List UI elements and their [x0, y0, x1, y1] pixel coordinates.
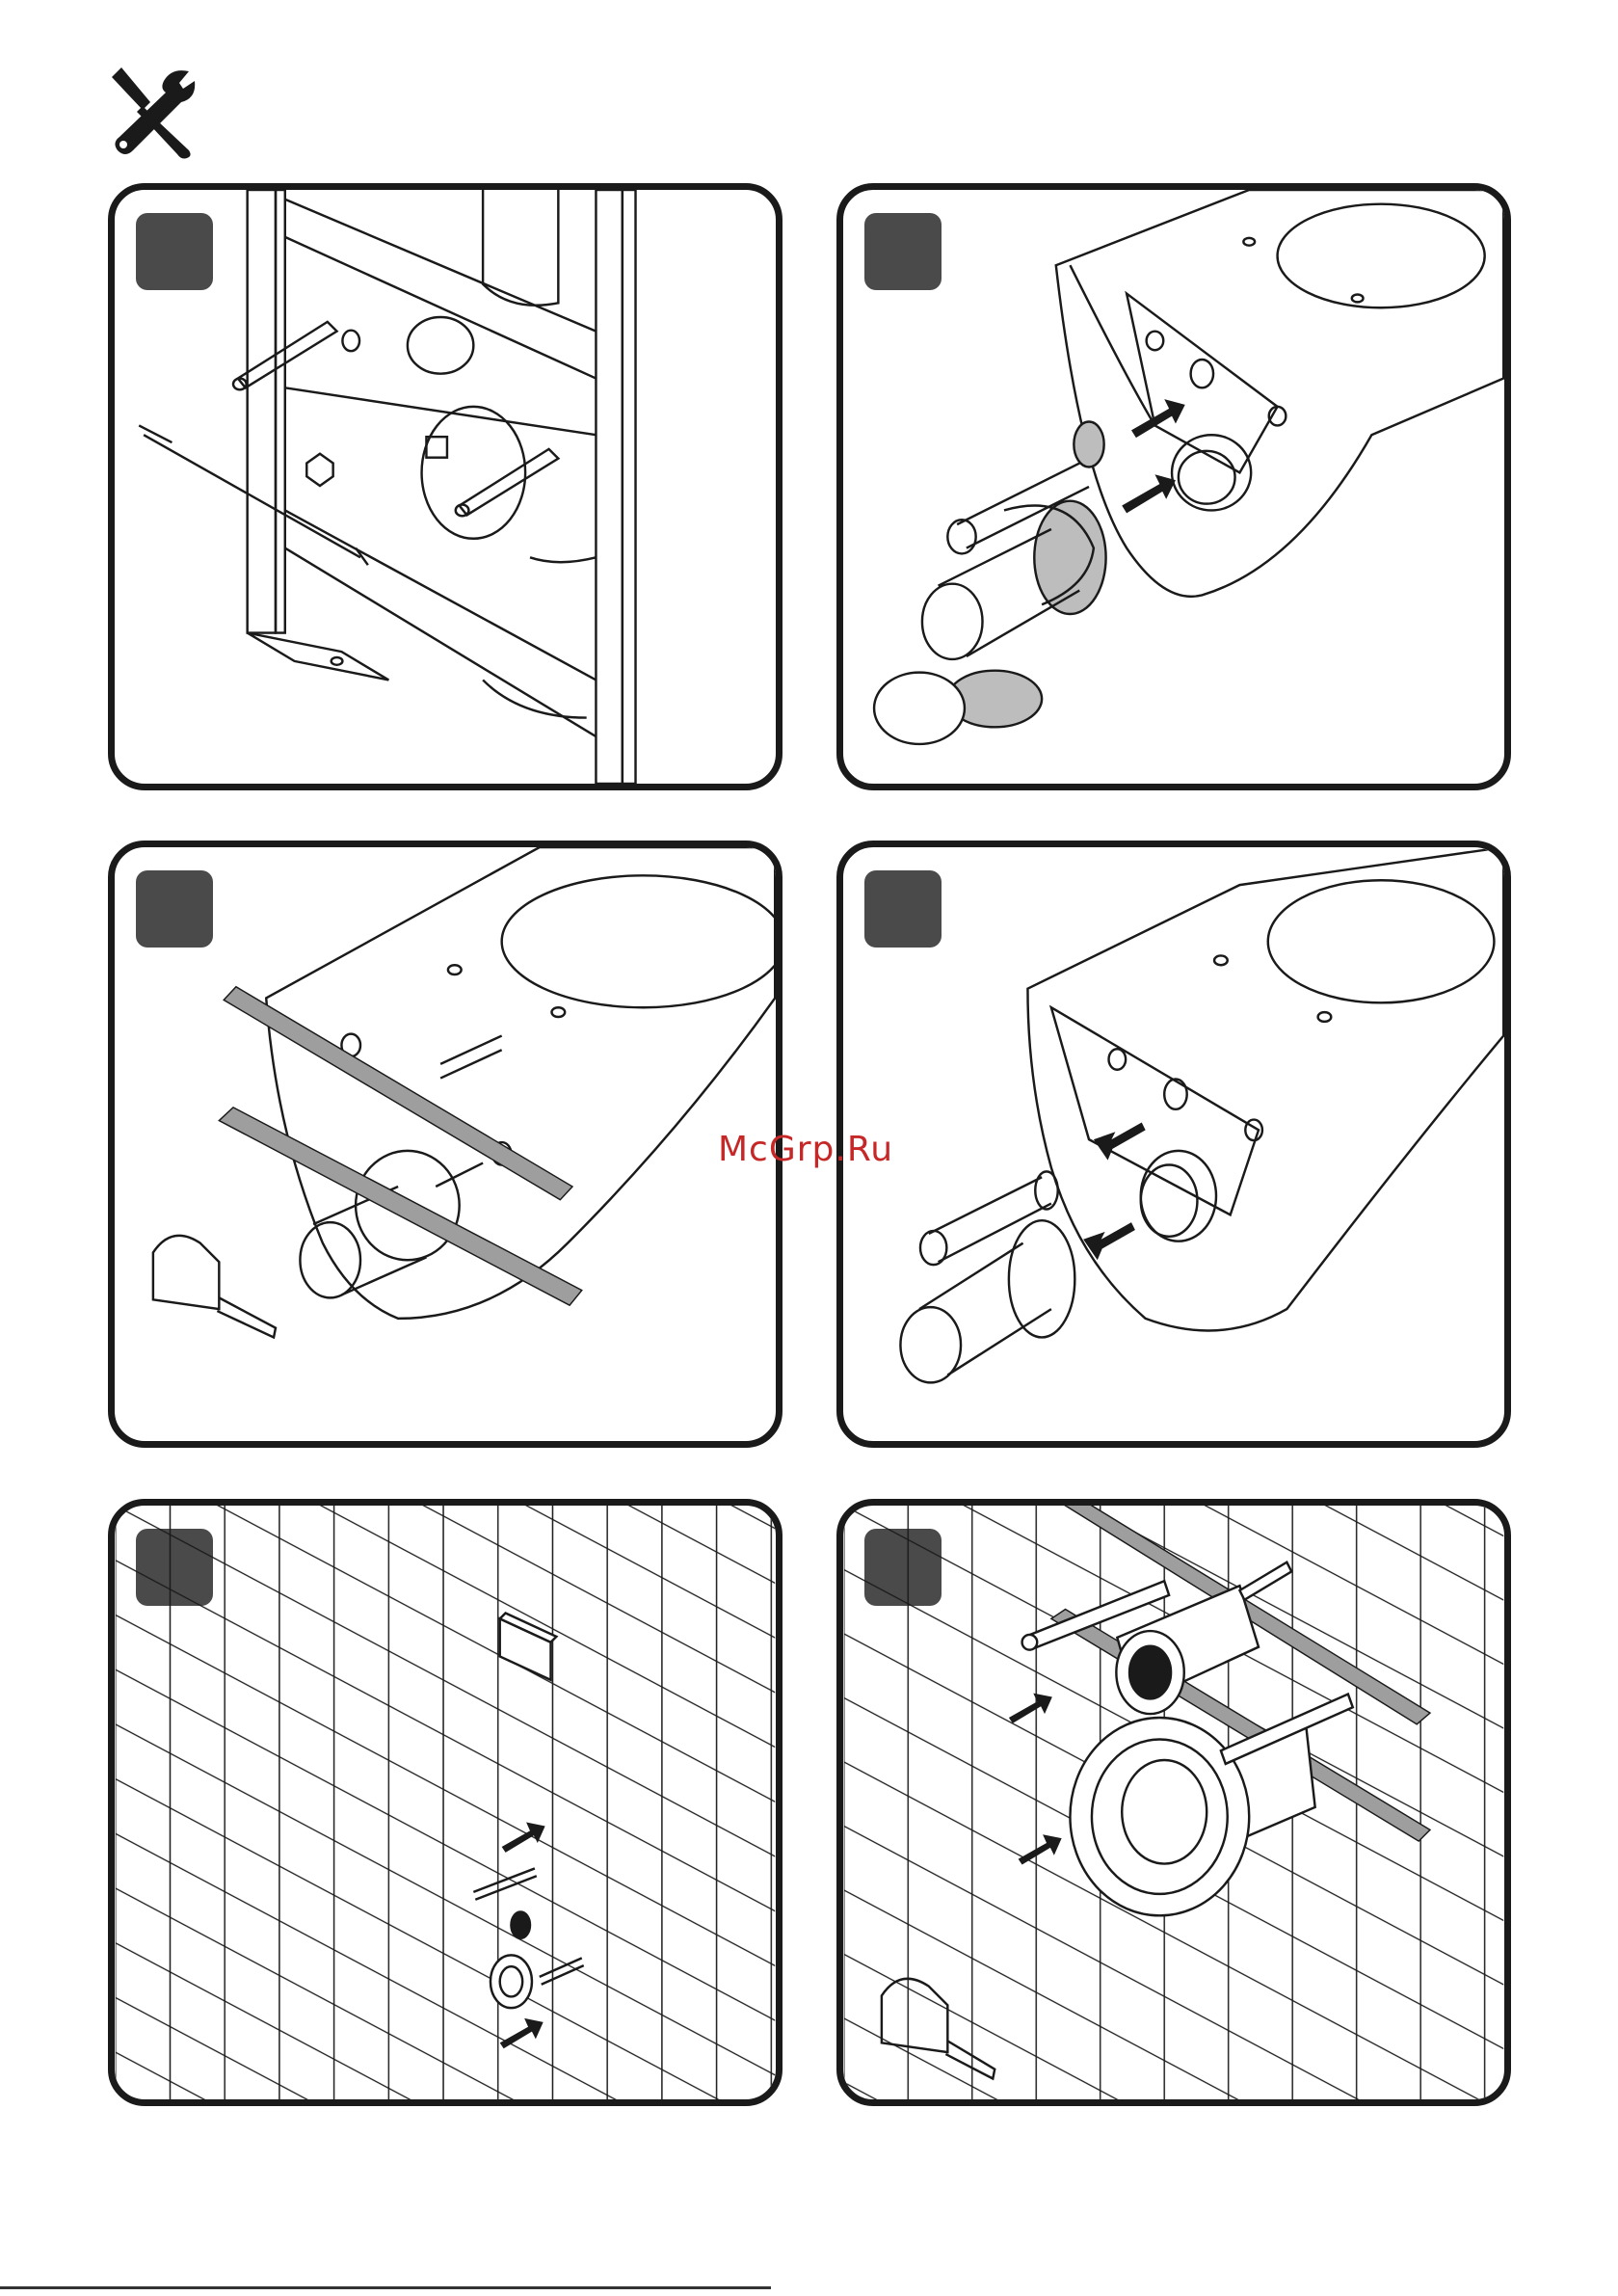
watermark: McGrp.Ru — [718, 1130, 893, 1169]
wall-connector-illustration — [843, 1506, 1504, 2099]
step-panel-5 — [108, 1499, 782, 2106]
tiled-wall-illustration — [115, 1506, 776, 2099]
bowl-rulers-illustration — [115, 847, 776, 1441]
frame-illustration — [115, 190, 776, 784]
step-panel-3 — [108, 841, 782, 1448]
step-panel-4 — [836, 841, 1511, 1448]
step-panel-6 — [836, 1499, 1511, 2106]
step-panel-1 — [108, 183, 782, 790]
step-panel-2 — [836, 183, 1511, 790]
bowl-illustration — [843, 190, 1504, 784]
tools-icon — [104, 64, 200, 160]
footer-divider — [0, 2286, 771, 2289]
bowl-connectors-illustration — [843, 847, 1504, 1441]
